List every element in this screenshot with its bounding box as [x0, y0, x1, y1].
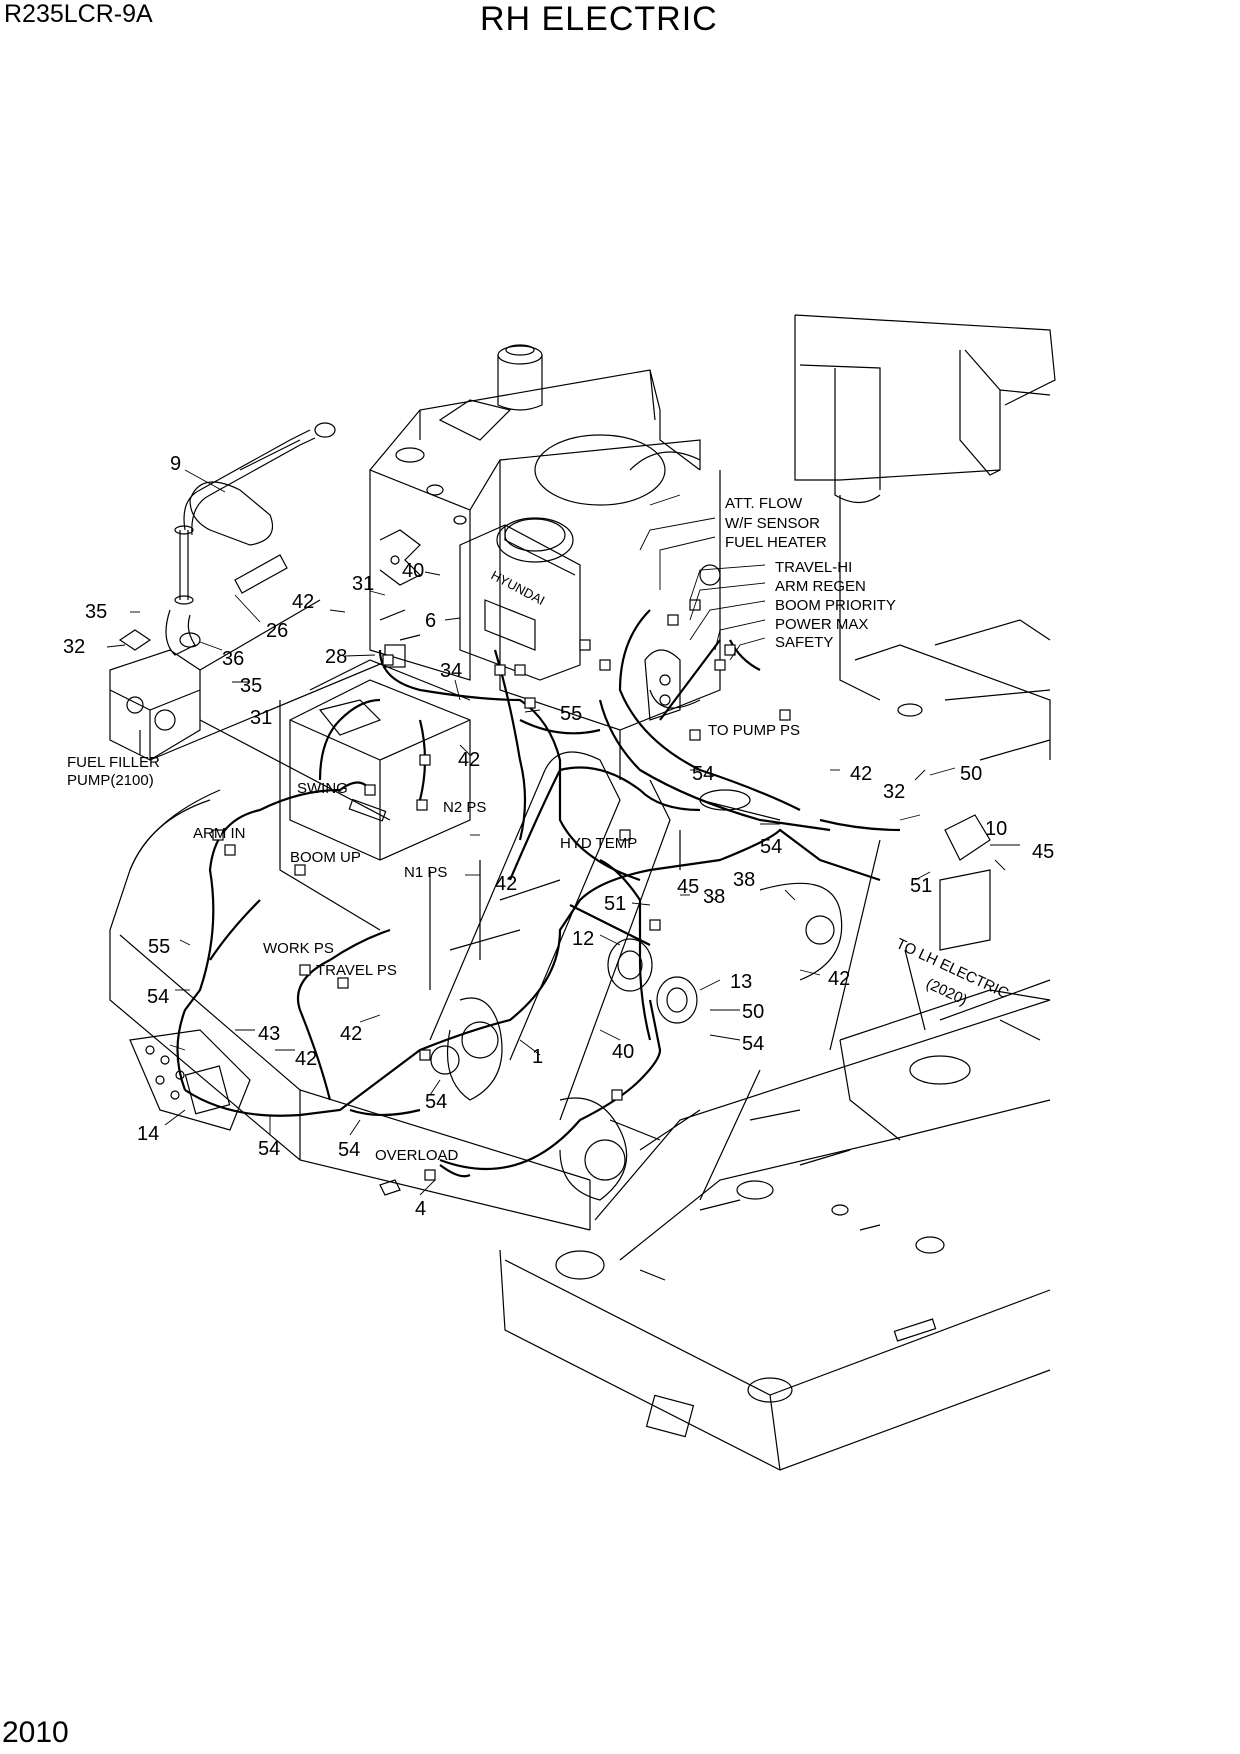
- part-label: 4: [415, 1198, 426, 1220]
- part-label: 42: [340, 1023, 362, 1045]
- part-label: 51: [604, 893, 626, 915]
- part-label: 45: [677, 876, 699, 898]
- part-label: 42: [828, 968, 850, 990]
- boom-mount-drawing: [429, 751, 926, 1201]
- part-label: 13: [730, 971, 752, 993]
- part-label: 1: [532, 1046, 543, 1068]
- connector-label: FUEL HEATER: [725, 534, 827, 551]
- part-label: 42: [458, 749, 480, 771]
- part-label: 42: [292, 591, 314, 613]
- part-label: 10: [985, 818, 1007, 840]
- page-title: RH ELECTRIC: [480, 0, 718, 38]
- part-label: 38: [733, 869, 755, 891]
- part-label: 55: [148, 936, 170, 958]
- part-label: 40: [402, 560, 424, 582]
- part-label: 55: [560, 703, 582, 725]
- part-label: 54: [692, 763, 714, 785]
- part-label: 34: [440, 660, 462, 682]
- connector-label: SWING: [297, 780, 348, 797]
- part-label: 54: [147, 986, 169, 1008]
- part-label: 36: [222, 648, 244, 670]
- part-label: 38: [703, 886, 725, 908]
- part-label: 6: [425, 610, 436, 632]
- part-label: 54: [425, 1091, 447, 1113]
- part-label: 32: [883, 781, 905, 803]
- part-label: 31: [250, 707, 272, 729]
- part-label: 54: [742, 1033, 764, 1055]
- upper-frame-drawing: [736, 314, 1056, 1200]
- part-label: 28: [325, 646, 347, 668]
- part-label: 26: [266, 620, 288, 642]
- part-label: 54: [760, 836, 782, 858]
- part-label: 54: [338, 1139, 360, 1161]
- connector-label: POWER MAX: [775, 616, 868, 633]
- part-label: 35: [240, 675, 262, 697]
- connector-label: BOOM UP: [290, 849, 361, 866]
- connector-label: FUEL FILLER: [67, 754, 160, 771]
- part-number-labels: 9 35 32 31 42 26 36 35 31 28 40 6 34 42 …: [63, 453, 1054, 1220]
- leader-lines: [106, 469, 1020, 1196]
- page-number: 2010: [2, 1716, 69, 1749]
- connector-label: BOOM PRIORITY: [775, 597, 896, 614]
- part-label: 9: [170, 453, 181, 475]
- connector-label: HYD TEMP: [560, 835, 637, 852]
- fuel-filler-pump-drawing: [109, 422, 391, 821]
- part-label: 40: [612, 1041, 634, 1063]
- ecu-drawing: HYUNDAI: [459, 524, 581, 681]
- part-label: 42: [850, 763, 872, 785]
- part-label: 35: [85, 601, 107, 623]
- ecu-brand: HYUNDAI: [489, 567, 548, 608]
- connector-label: ARM REGEN: [775, 578, 866, 595]
- connector-label: ARM IN: [193, 825, 246, 842]
- hydraulic-tank-drawing: [369, 344, 701, 681]
- connector-label: ATT. FLOW: [725, 495, 803, 512]
- connector-label: TO PUMP PS: [708, 722, 800, 739]
- fuel-tank-drawing: [496, 434, 781, 821]
- part-label: 42: [495, 873, 517, 895]
- part-label: 54: [258, 1138, 280, 1160]
- part-label: 50: [960, 763, 982, 785]
- part-label: 32: [63, 636, 85, 658]
- connector-label: OVERLOAD: [375, 1147, 459, 1164]
- connector-label: W/F SENSOR: [725, 515, 820, 532]
- components-drawing: [129, 814, 991, 1281]
- wire-harness: [176, 609, 901, 1178]
- part-label: 42: [295, 1048, 317, 1070]
- part-label: 12: [572, 928, 594, 950]
- connector-label: SAFETY: [775, 634, 833, 651]
- connector-label: N1 PS: [404, 864, 447, 881]
- connector-clips: [212, 599, 791, 1181]
- part-label: 51: [910, 875, 932, 897]
- part-label: 50: [742, 1001, 764, 1023]
- connector-label: WORK PS: [263, 940, 334, 957]
- part-label: 45: [1032, 841, 1054, 863]
- part-label: 14: [137, 1123, 159, 1145]
- connector-label: PUMP(2100): [67, 772, 154, 789]
- connector-label: TRAVEL-HI: [775, 559, 852, 576]
- model-code: R235LCR-9A: [4, 0, 153, 28]
- connector-label: TRAVEL PS: [316, 962, 397, 979]
- part-label: 43: [258, 1023, 280, 1045]
- control-box-drawing: [279, 659, 681, 990]
- connector-label: N2 PS: [443, 799, 486, 816]
- part-label: 31: [352, 573, 374, 595]
- base-frame-drawing: [109, 789, 1051, 1471]
